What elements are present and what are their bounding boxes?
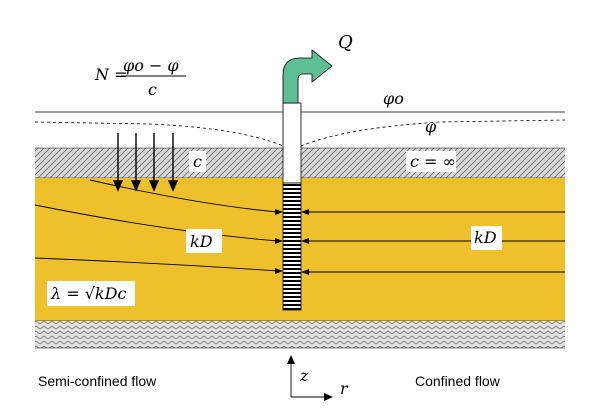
- leakage-arrows: [112, 133, 179, 192]
- water-table-dashed: [34, 119, 566, 147]
- kd-left-label: kD: [190, 232, 213, 251]
- c-left-label: c: [193, 152, 202, 171]
- c-right-label: c = ∞: [410, 152, 456, 171]
- well-casing: [282, 102, 302, 184]
- well-screen: [282, 182, 302, 311]
- lambda-label: λ = √kDc: [50, 284, 126, 303]
- impermeable-base: [35, 321, 565, 348]
- phi-label: φ: [425, 117, 437, 136]
- caption-confined: Confined flow: [415, 373, 501, 389]
- axis-r-label: r: [340, 379, 349, 398]
- leakage-equation-numerator: φo − φ: [123, 56, 179, 75]
- flow-lines-right: [305, 211, 565, 273]
- kd-right-label: kD: [474, 228, 497, 247]
- discharge-label: Q: [338, 32, 353, 53]
- leakage-equation-denominator: c: [148, 80, 157, 99]
- coordinate-axes: [290, 360, 328, 398]
- phi-o-label: φo: [383, 89, 404, 108]
- leakage-equation-lhs: N =: [94, 65, 128, 84]
- axis-z-label: z: [299, 366, 309, 385]
- discharge-arrow: [282, 49, 333, 104]
- caption-semi-confined: Semi-confined flow: [38, 373, 157, 389]
- flow-lines-left: [34, 179, 279, 272]
